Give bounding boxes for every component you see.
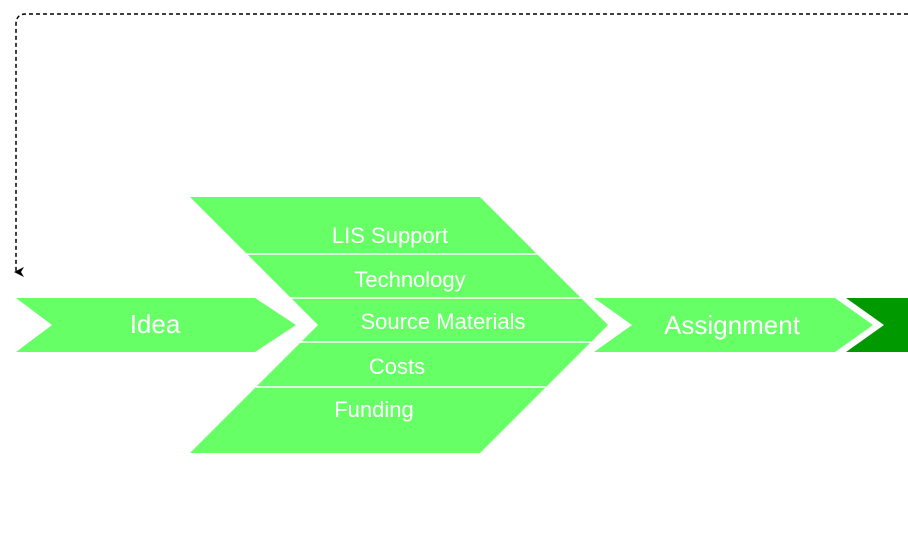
next-stage-chevron: [846, 298, 908, 352]
requirements-shape: [190, 197, 608, 453]
requirement-label-lis-support: LIS Support: [332, 223, 448, 248]
requirement-label-source-materials: Source Materials: [360, 309, 525, 334]
requirement-label-funding: Funding: [334, 397, 414, 422]
assignment-chevron: [594, 298, 873, 352]
idea-chevron: [16, 298, 296, 352]
idea-stage: Idea: [16, 298, 296, 352]
requirements-block: LIS Support Technology Source Materials …: [190, 197, 608, 453]
feedback-loop-arrow: [14, 13, 908, 277]
assignment-label: Assignment: [664, 310, 801, 340]
requirement-label-costs: Costs: [369, 354, 425, 379]
assignment-stage: Assignment: [594, 298, 873, 352]
requirement-label-technology: Technology: [354, 267, 465, 292]
idea-label: Idea: [130, 309, 181, 339]
